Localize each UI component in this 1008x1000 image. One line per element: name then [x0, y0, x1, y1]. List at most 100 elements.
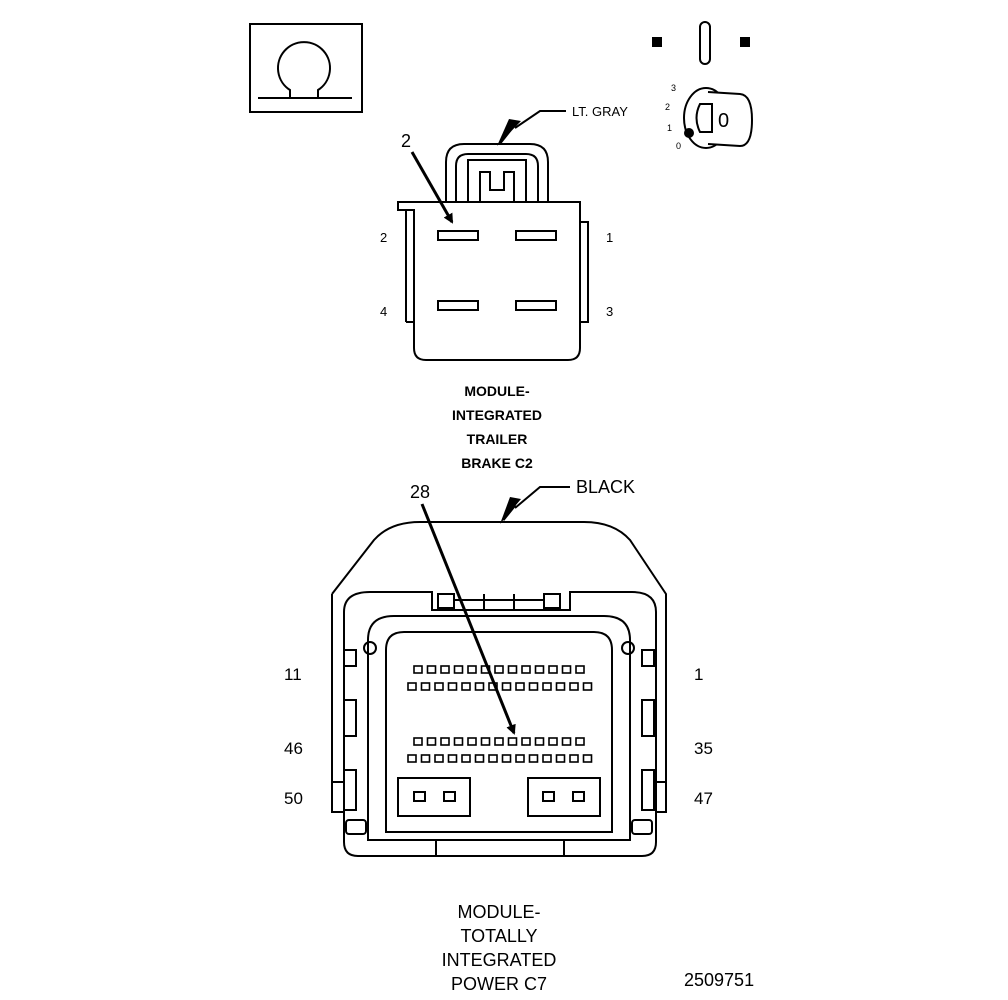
- ignition-position-0: 0: [676, 141, 681, 151]
- c2-title: MODULE- INTEGRATED TRAILER BRAKE C2: [452, 383, 542, 471]
- c7-terminal: [467, 737, 477, 746]
- c7-terminal: [555, 682, 566, 691]
- c7-terminal: [494, 737, 504, 746]
- c7-callout-pin-number: 28: [410, 482, 430, 502]
- c7-color-label: BLACK: [576, 477, 635, 497]
- c7-title-line: POWER C7: [451, 974, 547, 994]
- c7-terminal: [528, 682, 539, 691]
- c7-pin-label-right-row5: 47: [694, 789, 713, 808]
- c7-terminal: [501, 682, 512, 691]
- c7-terminal: [528, 754, 539, 763]
- c7-pin-callout: 28: [410, 482, 516, 735]
- c7-pin-label-left-row3: 46: [284, 739, 303, 758]
- ignition-position-3: 3: [671, 83, 676, 93]
- c7-terminal: [407, 682, 417, 691]
- c7-terminal: [474, 682, 485, 691]
- c7-terminal: [426, 737, 437, 746]
- c7-terminal: [534, 737, 545, 746]
- c2-terminal: [437, 230, 479, 241]
- c7-terminal: [569, 754, 579, 763]
- ignition-key-icon: 3 2 1 0 0: [652, 21, 754, 151]
- c7-terminal: [575, 665, 585, 674]
- c2-pin-label-top-left: 2: [380, 230, 387, 245]
- c7-terminal: [501, 754, 512, 763]
- c7-terminal: [426, 665, 437, 674]
- c7-terminal: [575, 737, 585, 746]
- c7-terminal: [534, 665, 545, 674]
- c7-terminal: [420, 682, 431, 691]
- c7-terminal: [555, 754, 566, 763]
- c7-terminal: [507, 665, 518, 674]
- c7-terminal: [453, 737, 464, 746]
- c2-pin-label-bottom-left: 4: [380, 304, 387, 319]
- c2-title-line: TRAILER: [467, 431, 528, 447]
- c7-terminal: [434, 754, 444, 763]
- c7-terminal: [407, 754, 417, 763]
- c2-terminal: [515, 300, 557, 311]
- c2-pin-label-top-right: 1: [606, 230, 613, 245]
- c7-pin-label-right-row1: 1: [694, 665, 703, 684]
- c2-pin-callout: 2: [401, 131, 454, 224]
- figure-number: 2509751: [684, 970, 754, 990]
- c7-terminal: [474, 754, 485, 763]
- c7-terminal: [515, 682, 525, 691]
- c7-terminal: [494, 665, 504, 674]
- c7-pin-rows: [407, 665, 593, 763]
- ignition-position-1: 1: [667, 123, 672, 133]
- c2-connector: [397, 143, 589, 361]
- c7-terminal: [467, 665, 477, 674]
- c2-color-label: LT. GRAY: [572, 104, 628, 119]
- c7-terminal: [542, 682, 552, 691]
- c7-terminal: [461, 754, 471, 763]
- c7-terminal: [515, 754, 525, 763]
- c7-terminal: [507, 737, 518, 746]
- c7-power-terminal: [413, 791, 426, 802]
- c7-terminal: [548, 665, 558, 674]
- c2-pin-label-bottom-right: 3: [606, 304, 613, 319]
- c7-terminal: [447, 682, 458, 691]
- c7-terminal: [413, 737, 423, 746]
- c2-title-line: MODULE-: [464, 383, 530, 399]
- c7-color-callout: BLACK: [500, 477, 635, 524]
- c7-title-line: INTEGRATED: [442, 950, 557, 970]
- c7-power-block-right: [527, 777, 601, 817]
- c7-terminal: [447, 754, 458, 763]
- c2-callout-pin-number: 2: [401, 131, 411, 151]
- c7-terminal: [434, 682, 444, 691]
- c7-pin-label-right-row3: 35: [694, 739, 713, 758]
- c7-pin-label-left-row1: 11: [284, 665, 302, 684]
- c7-terminal: [453, 665, 464, 674]
- c2-terminal: [437, 300, 479, 311]
- c2-title-line: INTEGRATED: [452, 407, 542, 423]
- c7-pin-label-left-row5: 50: [284, 789, 303, 808]
- omega-symbol-icon: [249, 23, 363, 113]
- c7-terminal: [582, 754, 593, 763]
- c7-title-line: TOTALLY: [460, 926, 537, 946]
- c7-terminal: [561, 737, 572, 746]
- c7-power-block-left: [397, 777, 471, 817]
- c7-terminal: [480, 737, 491, 746]
- c7-terminal: [420, 754, 431, 763]
- c7-terminal: [548, 737, 558, 746]
- c7-title: MODULE- TOTALLY INTEGRATED POWER C7: [442, 902, 557, 994]
- ignition-position-2: 2: [665, 102, 670, 112]
- c7-power-terminal: [572, 791, 585, 802]
- c2-terminal: [515, 230, 557, 241]
- c7-terminal: [488, 754, 498, 763]
- c7-terminal: [582, 682, 593, 691]
- c7-power-terminal: [443, 791, 456, 802]
- c7-connector: [331, 521, 667, 857]
- c7-terminal: [413, 665, 423, 674]
- c7-terminal: [542, 754, 552, 763]
- c7-title-line: MODULE-: [457, 902, 540, 922]
- c7-terminal: [521, 665, 531, 674]
- key-symbol: 0: [718, 110, 729, 132]
- c7-terminal: [461, 682, 471, 691]
- c7-terminal: [569, 682, 579, 691]
- c2-color-callout: LT. GRAY: [497, 104, 628, 146]
- c7-terminal: [440, 665, 450, 674]
- c7-terminal: [561, 665, 572, 674]
- c7-power-terminal: [542, 791, 555, 802]
- c7-terminal: [440, 737, 450, 746]
